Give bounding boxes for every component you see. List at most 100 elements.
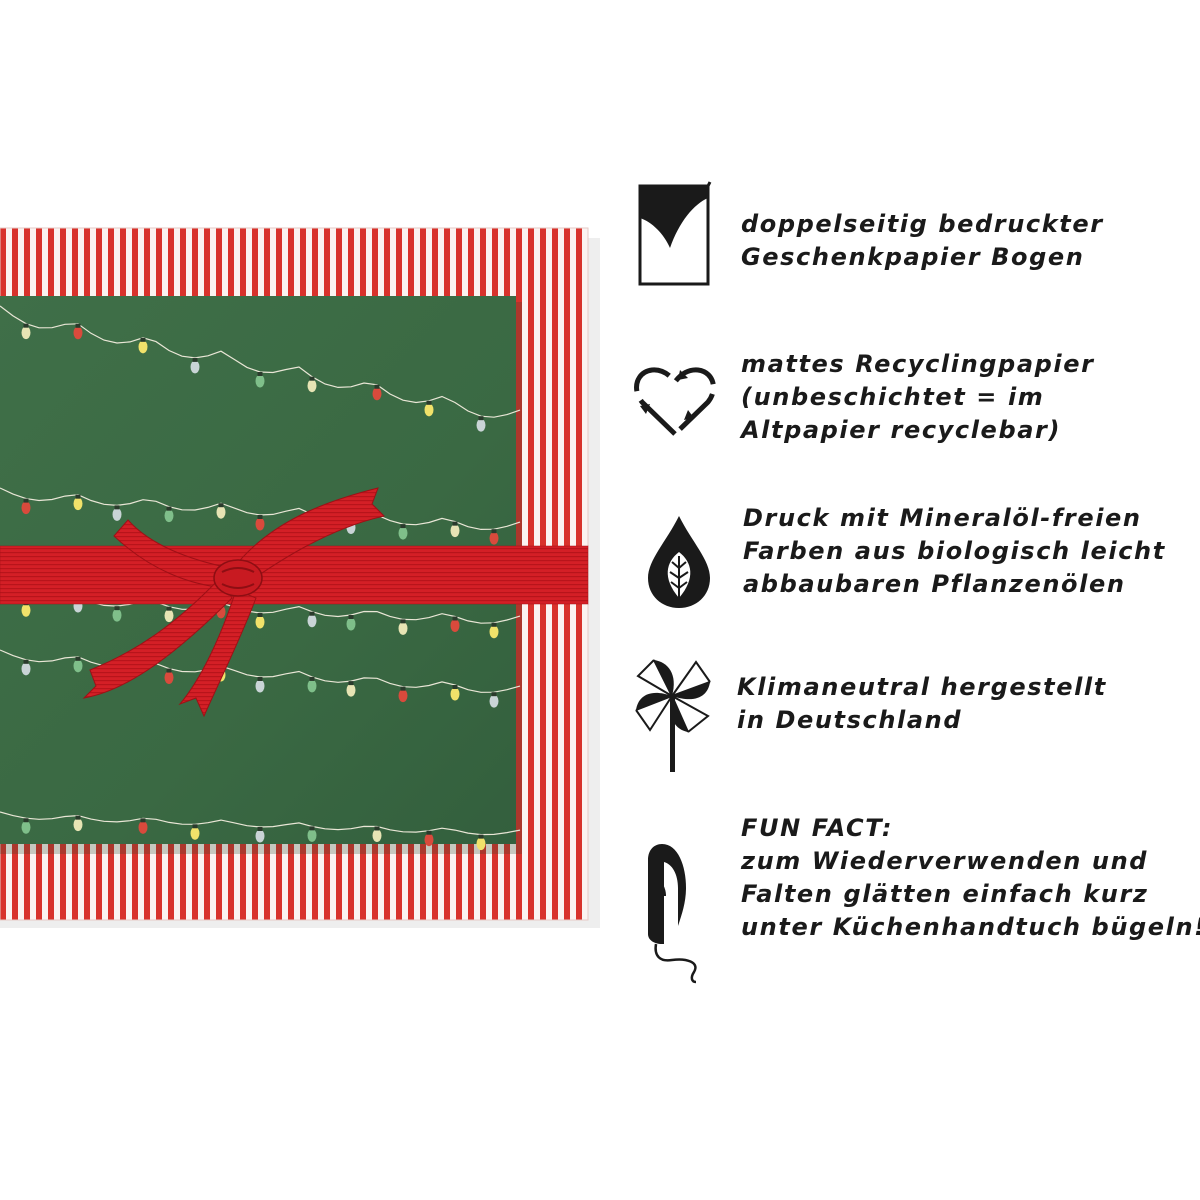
light-bulb (307, 828, 317, 842)
light-bulb-cap (114, 606, 120, 611)
light-bulb-cap (491, 529, 497, 534)
light-bulb-cap (75, 815, 81, 820)
light-bulb (73, 326, 83, 340)
feature-line: Altpapier recyclebar) (741, 416, 1062, 444)
feature-text-double-sided: doppelseitig bedruckter Geschenkpapier B… (741, 208, 1104, 274)
light-bulb (346, 617, 356, 631)
light-bulb (489, 531, 499, 545)
light-bulb (255, 615, 265, 629)
light-bulb (398, 621, 408, 635)
light-bulb-cap (348, 615, 354, 620)
light-bulb-cap (426, 830, 432, 835)
light-bulb (190, 360, 200, 374)
feature-line: abbaubaren Pflanzenölen (743, 570, 1126, 598)
light-bulb (476, 418, 486, 432)
double-sided-sheet-icon (638, 181, 712, 286)
light-bulb-cap (218, 503, 224, 508)
light-bulb (489, 694, 499, 708)
light-bulb (138, 820, 148, 834)
light-bulb-cap (478, 416, 484, 421)
pinwheel-icon (635, 659, 711, 772)
light-bulb-cap (348, 681, 354, 686)
light-bulb (450, 619, 460, 633)
feature-text-recycling: mattes Recyclingpapier (unbeschichtet = … (741, 348, 1095, 447)
light-bulb-cap (452, 521, 458, 526)
red-ribbon-band (0, 546, 588, 604)
light-bulb (190, 826, 200, 840)
light-bulb-cap (374, 826, 380, 831)
feature-line: mattes Recyclingpapier (741, 350, 1095, 378)
light-bulb (307, 379, 317, 393)
light-bulb (138, 340, 148, 354)
string-lights-pattern (0, 305, 521, 851)
light-bulb-cap (309, 376, 315, 381)
light-bulb (255, 374, 265, 388)
light-bulb (164, 509, 174, 523)
light-bulb (21, 820, 31, 834)
light-bulb-cap (257, 676, 263, 681)
light-bulb (21, 326, 31, 340)
light-bulb (73, 818, 83, 832)
light-bulb-cap (166, 606, 172, 611)
light-bulb (450, 687, 460, 701)
light-bulb-cap (309, 826, 315, 831)
light-bulb (112, 608, 122, 622)
light-bulb-cap (140, 337, 146, 342)
light-bulb (255, 517, 265, 531)
light-bulb-cap (75, 494, 81, 499)
light-bulb-cap (75, 656, 81, 661)
feature-line: Farben aus biologisch leicht (743, 537, 1166, 565)
feature-line: FUN FACT: (741, 814, 894, 842)
light-bulb-cap (23, 323, 29, 328)
light-bulb (424, 833, 434, 847)
light-bulb-cap (426, 400, 432, 405)
light-bulb (346, 683, 356, 697)
light-bulb (216, 505, 226, 519)
feature-text-ink: Druck mit Mineralöl-freien Farben aus bi… (743, 502, 1166, 601)
light-bulb-cap (400, 686, 406, 691)
light-bulb-cap (257, 514, 263, 519)
light-bulb-cap (257, 826, 263, 831)
iron-icon (648, 844, 697, 984)
gift-box-photo (0, 227, 600, 928)
light-bulb-cap (309, 611, 315, 616)
light-bulb (21, 501, 31, 515)
light-bulb (398, 526, 408, 540)
light-bulb (21, 603, 31, 617)
feature-line: Falten glätten einfach kurz (741, 880, 1149, 908)
light-bulb-cap (257, 371, 263, 376)
feature-text-fun-fact: FUN FACT: zum Wiederverwenden und Falten… (741, 812, 1200, 944)
recycling-heart-icon (634, 367, 716, 438)
light-bulb-cap (166, 506, 172, 511)
light-bulb-cap (491, 622, 497, 627)
light-bulb (372, 828, 382, 842)
light-bulb-cap (452, 685, 458, 690)
feature-line: doppelseitig bedruckter (741, 210, 1104, 238)
light-bulb-cap (400, 619, 406, 624)
light-bulb-cap (23, 659, 29, 664)
light-bulb-cap (23, 498, 29, 503)
light-bulb-cap (140, 818, 146, 823)
light-bulb-cap (75, 323, 81, 328)
light-bulb-cap (166, 668, 172, 673)
light-bulb-cap (309, 676, 315, 681)
light-bulb (372, 387, 382, 401)
light-bulb (164, 671, 174, 685)
light-bulb (21, 662, 31, 676)
light-bulb (424, 403, 434, 417)
light-bulb (255, 679, 265, 693)
ribbon-bow (82, 487, 385, 718)
light-bulb-cap (192, 824, 198, 829)
light-bulb (112, 507, 122, 521)
light-bulb (398, 689, 408, 703)
feature-line: Geschenkpapier Bogen (741, 243, 1085, 271)
light-bulb (164, 609, 174, 623)
light-bulb (450, 524, 460, 538)
light-bulb-cap (491, 692, 497, 697)
feature-line: (unbeschichtet = im (741, 383, 1045, 411)
feature-text-climate: Klimaneutral hergestellt in Deutschland (737, 671, 1107, 737)
light-bulb-cap (452, 616, 458, 621)
light-bulb (489, 625, 499, 639)
light-bulb (73, 497, 83, 511)
light-bulb-cap (400, 524, 406, 529)
